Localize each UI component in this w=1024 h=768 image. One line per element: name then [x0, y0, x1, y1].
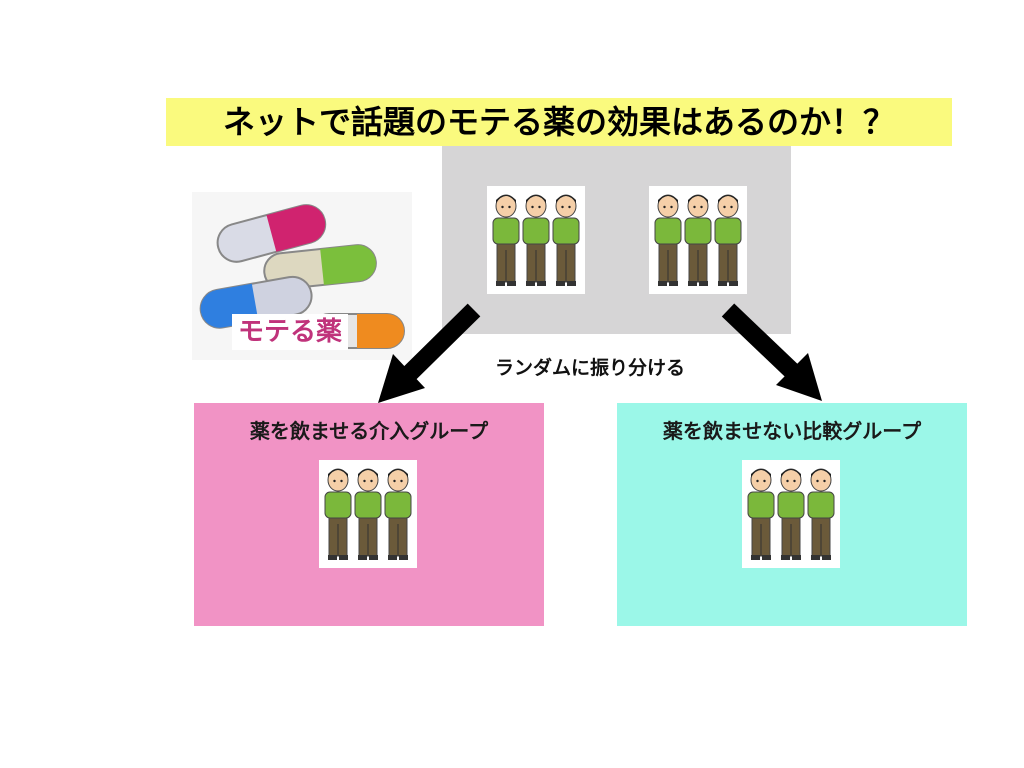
random-assignment-label: ランダムに振り分ける	[494, 357, 685, 379]
people-group-right	[649, 186, 747, 294]
arrow-to-control	[721, 303, 800, 379]
people-group-left	[487, 186, 585, 294]
people-icon	[492, 194, 580, 286]
arrow-head-intervention	[378, 354, 425, 403]
control-group-title: 薬を飲ませない比較グループ	[662, 419, 922, 443]
people-icon	[654, 194, 742, 286]
pill-label: モテる薬	[232, 314, 349, 350]
people-icon	[324, 468, 412, 560]
people-group-control	[742, 460, 840, 568]
people-group-intervention	[319, 460, 417, 568]
pills-illustration: モテる薬	[192, 192, 412, 360]
arrow-head-control	[776, 353, 822, 401]
arrow-to-intervention	[401, 303, 481, 382]
control-group: 薬を飲ませない比較グループ	[617, 403, 967, 626]
people-icon	[747, 468, 835, 560]
intervention-group: 薬を飲ませる介入グループ	[194, 403, 544, 626]
page-title: ネットで話題のモテる薬の効果はあるのか！？	[166, 98, 952, 146]
participant-pool	[442, 146, 791, 334]
intervention-group-title: 薬を飲ませる介入グループ	[249, 419, 489, 443]
